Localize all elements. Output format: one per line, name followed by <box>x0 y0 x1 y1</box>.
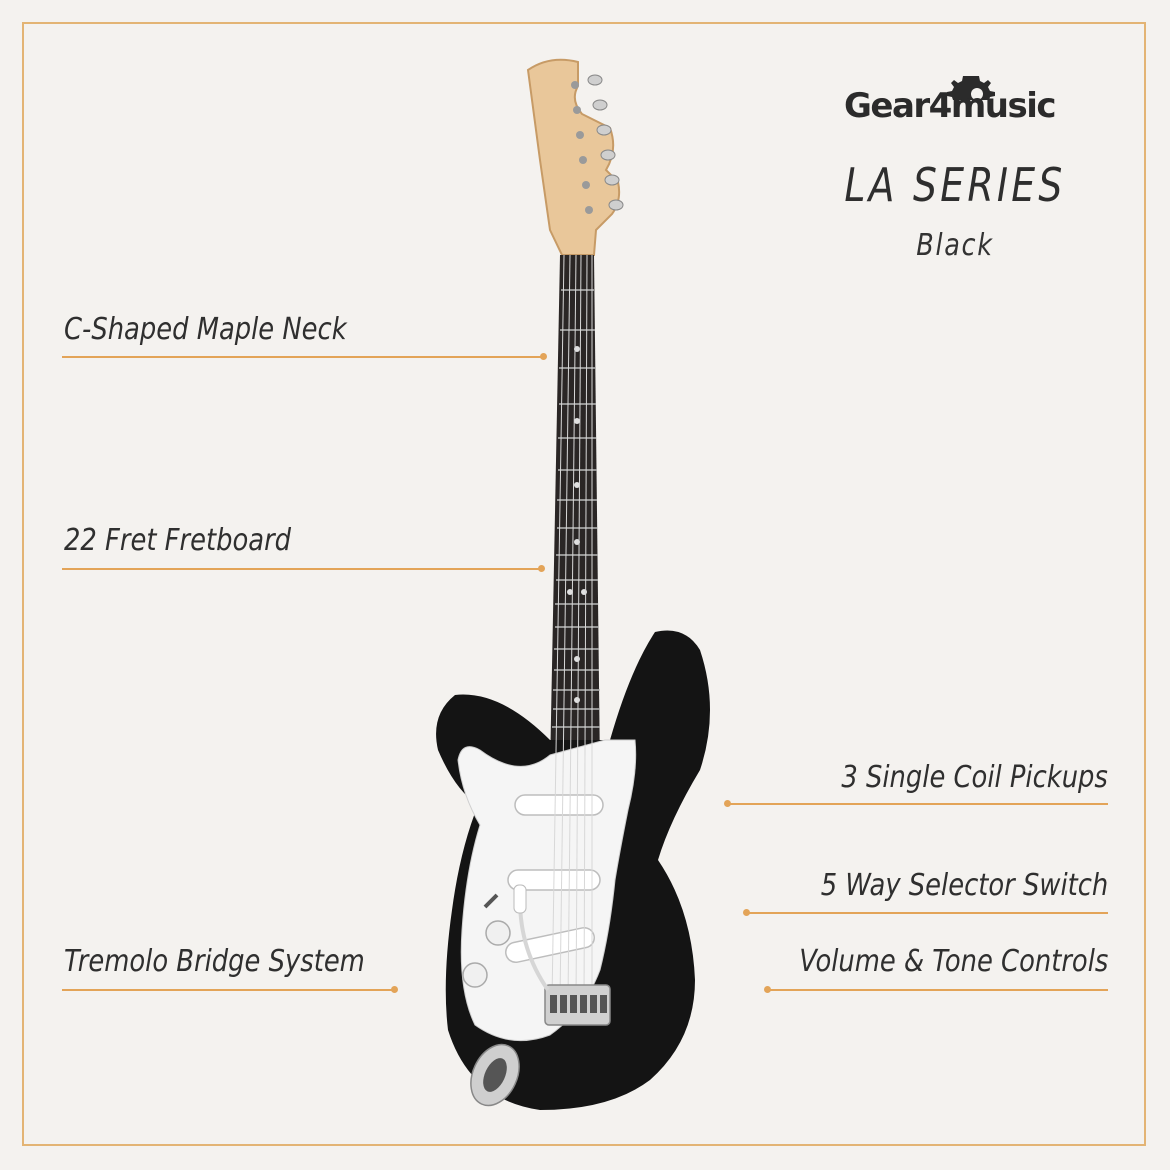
feature-controls: Volume & Tone Controls <box>798 944 1108 979</box>
feature-controls-dot <box>764 986 771 993</box>
gear-icon <box>947 76 995 100</box>
guitar-image <box>436 58 710 1110</box>
feature-bridge-line <box>62 989 396 991</box>
fretboard <box>550 255 600 770</box>
color-name: Black <box>916 228 994 263</box>
feature-switch-line <box>747 912 1108 914</box>
feature-neck-line <box>62 356 544 358</box>
feature-pickups: 3 Single Coil Pickups <box>841 760 1108 795</box>
border-frame <box>22 22 1146 1146</box>
feature-fretboard-line <box>62 568 542 570</box>
feature-pickups-line <box>728 803 1108 805</box>
feature-switch: 5 Way Selector Switch <box>820 868 1108 903</box>
feature-controls-line <box>768 989 1108 991</box>
feature-neck: C-Shaped Maple Neck <box>64 312 347 347</box>
series-title: LA SERIES <box>844 158 1066 212</box>
feature-fretboard-dot <box>538 565 545 572</box>
feature-fretboard: 22 Fret Fretboard <box>64 523 292 558</box>
feature-pickups-dot <box>724 800 731 807</box>
guitar-body <box>436 254 710 1110</box>
brand-logo: Gear4music <box>820 70 1090 140</box>
headstock <box>526 58 624 256</box>
brand-logo-text: Gear4music <box>844 86 1057 126</box>
feature-switch-dot <box>743 909 750 916</box>
feature-neck-dot <box>540 353 547 360</box>
feature-bridge-dot <box>391 986 398 993</box>
feature-bridge: Tremolo Bridge System <box>64 944 365 979</box>
